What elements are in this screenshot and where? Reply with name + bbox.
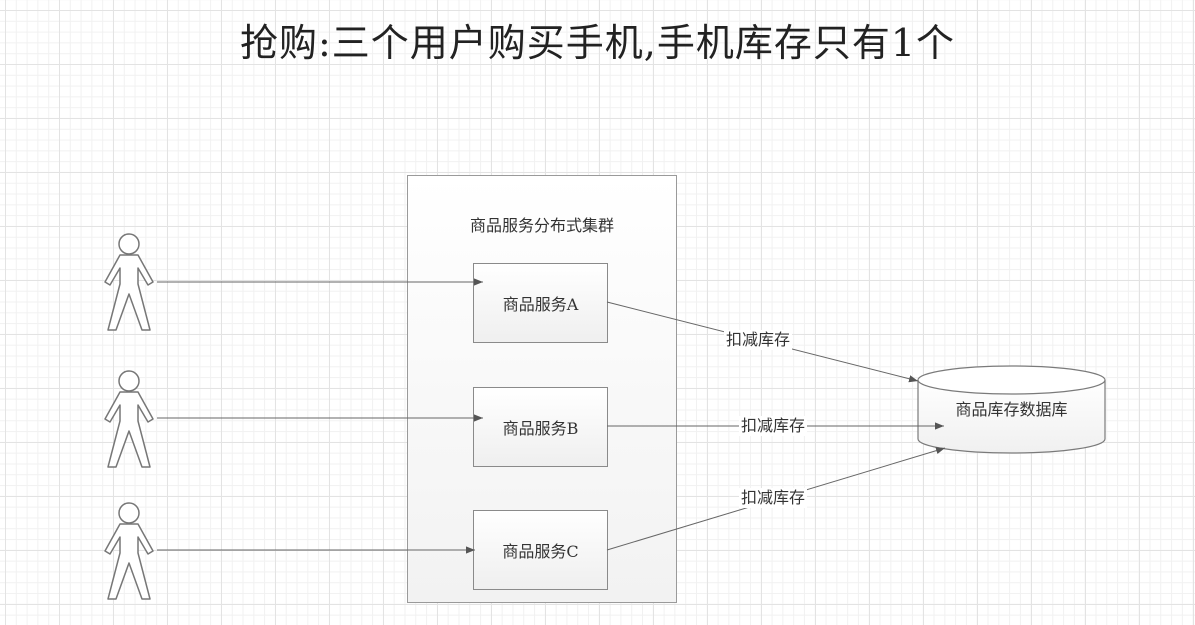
database-label: 商品库存数据库 bbox=[955, 400, 1068, 419]
edge-label-b: 扣减库存 bbox=[739, 416, 808, 436]
service-a-box: 商品服务A bbox=[473, 263, 608, 343]
database-cylinder-icon bbox=[917, 365, 1106, 454]
service-c-label: 商品服务C bbox=[502, 542, 579, 561]
user-actor-icon bbox=[104, 233, 154, 331]
diagram-title: 抢购:三个用户购买手机,手机库存只有1个 bbox=[239, 21, 956, 65]
edge-label-a: 扣减库存 bbox=[724, 330, 793, 350]
edge-label-c: 扣减库存 bbox=[739, 488, 808, 508]
user-actor-icon bbox=[104, 370, 154, 468]
user-actor-icon bbox=[104, 502, 154, 600]
service-b-box: 商品服务B bbox=[473, 387, 608, 467]
service-a-label: 商品服务A bbox=[502, 295, 579, 314]
cluster-label: 商品服务分布式集群 bbox=[469, 216, 614, 235]
service-b-label: 商品服务B bbox=[502, 419, 579, 438]
